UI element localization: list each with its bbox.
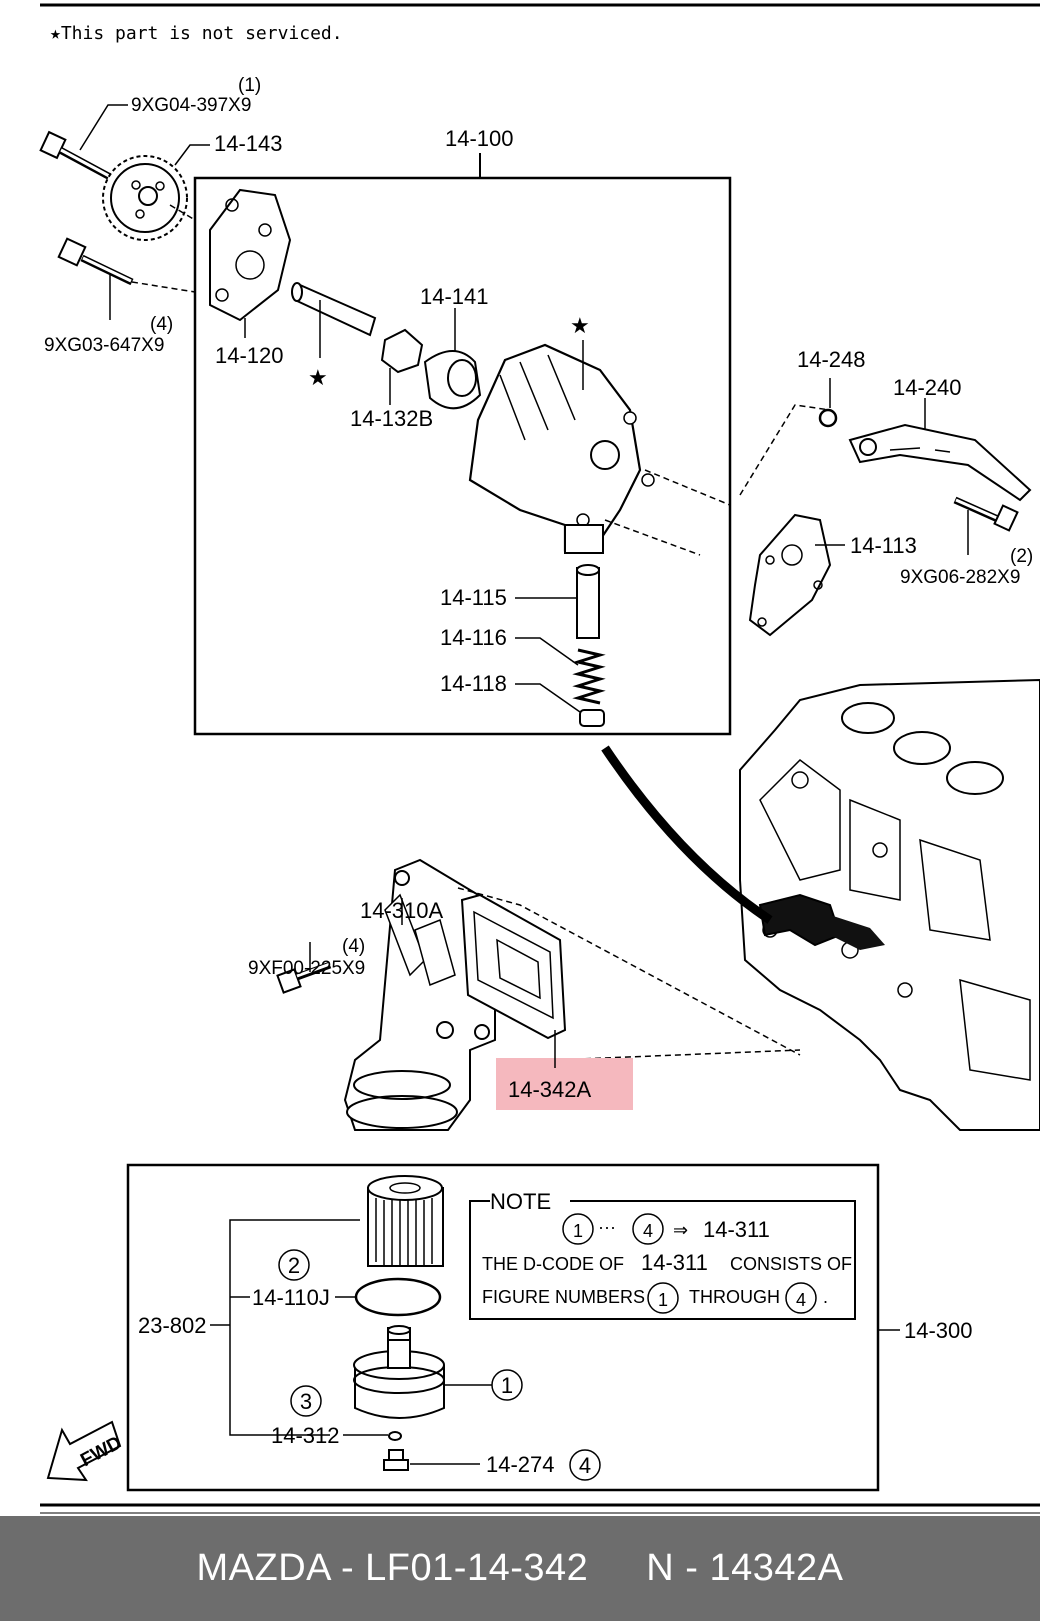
drain-plug-icon bbox=[383, 1449, 409, 1471]
fwd-arrow-icon: FWD bbox=[46, 1420, 125, 1482]
footer-part-number: MAZDA - LF01-14-342 bbox=[196, 1547, 589, 1589]
label-14-113: 14-113 bbox=[850, 533, 917, 558]
filter-cover-icon bbox=[353, 1325, 445, 1419]
bolt-9xg06-icon bbox=[953, 496, 1019, 532]
star-mark-shaft: ★ bbox=[308, 365, 328, 390]
note-through: THROUGH bbox=[689, 1287, 780, 1307]
bolt-9xg04-icon bbox=[39, 130, 114, 182]
oil-filter-body-icon bbox=[343, 858, 496, 1131]
note-title: NOTE bbox=[490, 1189, 551, 1214]
label-14-143: 14-143 bbox=[214, 131, 283, 156]
bolt-9xf00-icon bbox=[276, 961, 332, 994]
footer-oem-number: N - 14342A bbox=[646, 1547, 844, 1589]
circled-number-3 bbox=[290, 1385, 322, 1417]
outer-rotor-icon bbox=[423, 350, 482, 410]
bolt-9xg03-icon bbox=[57, 237, 134, 286]
label-bolt2-qty: (4) bbox=[150, 314, 173, 335]
star-mark-body: ★ bbox=[570, 313, 590, 338]
label-bolt3-qty: (2) bbox=[1010, 546, 1033, 567]
label-bolt3-code: 9XG06-282X9 bbox=[900, 567, 1020, 588]
label-14-141: 14-141 bbox=[420, 284, 489, 309]
note-circle-1: 1 bbox=[573, 1221, 583, 1241]
note-circle-4: 4 bbox=[643, 1221, 653, 1241]
label-14-116: 14-116 bbox=[440, 625, 507, 650]
pump-body-icon bbox=[468, 343, 655, 554]
pump-cover-plate-icon bbox=[209, 188, 292, 322]
label-14-115: 14-115 bbox=[440, 585, 507, 610]
note-line3: FIGURE NUMBERS bbox=[482, 1287, 645, 1307]
label-14-110j: 14-110J bbox=[252, 1285, 330, 1310]
footer-bar: MAZDA - LF01-14-342 N - 14342A bbox=[0, 1516, 1040, 1621]
label-14-248: 14-248 bbox=[797, 347, 866, 372]
label-14-274: 14-274 bbox=[486, 1452, 555, 1477]
inner-rotor-icon bbox=[380, 328, 424, 374]
label-14-342a: 14-342A bbox=[508, 1077, 592, 1102]
label-14-132b: 14-132B bbox=[350, 406, 433, 431]
note-arrow: ⇒ bbox=[673, 1220, 688, 1240]
note-box: NOTE 1 ··· 4 ⇒ 14-311 THE D-CODE OF 14-3… bbox=[469, 1189, 856, 1320]
spring-icon bbox=[572, 648, 606, 705]
circle-4-text: 4 bbox=[579, 1453, 591, 1478]
small-o-ring-icon bbox=[388, 1431, 402, 1441]
label-14-120: 14-120 bbox=[215, 343, 284, 368]
pump-gasket-icon bbox=[748, 513, 832, 637]
label-23-802: 23-802 bbox=[138, 1313, 207, 1338]
note-line2-end: CONSISTS OF bbox=[730, 1254, 852, 1274]
filter-assembly-box bbox=[126, 1163, 880, 1492]
note-code-2: 14-311 bbox=[641, 1250, 708, 1275]
highlight-box bbox=[496, 1058, 633, 1110]
note-period: . bbox=[823, 1287, 828, 1307]
label-14-100: 14-100 bbox=[445, 126, 514, 151]
o-ring-icon bbox=[354, 1277, 442, 1317]
plunger-icon bbox=[576, 564, 600, 639]
circled-number-1 bbox=[491, 1369, 523, 1401]
header-note: ★This part is not serviced. bbox=[50, 23, 343, 44]
pump-shaft-icon bbox=[291, 282, 377, 337]
note-line2: THE D-CODE OF bbox=[482, 1254, 624, 1274]
note-circle-1b: 1 bbox=[658, 1290, 668, 1310]
circled-number-2 bbox=[278, 1249, 310, 1281]
sprocket-icon bbox=[102, 155, 188, 241]
label-14-240: 14-240 bbox=[893, 375, 962, 400]
note-code-1: 14-311 bbox=[703, 1217, 770, 1242]
label-14-300: 14-300 bbox=[904, 1318, 973, 1343]
circle-3-text: 3 bbox=[300, 1389, 312, 1414]
circled-number-4 bbox=[569, 1449, 601, 1481]
label-14-312: 14-312 bbox=[271, 1423, 340, 1448]
label-bolt1-code: 9XG04-397X9 bbox=[131, 95, 251, 116]
engine-block-icon bbox=[739, 678, 1040, 1131]
pump-assembly-box bbox=[193, 176, 732, 736]
note-ellipsis: ··· bbox=[598, 1217, 616, 1237]
label-bolt2-code: 9XG03-647X9 bbox=[44, 335, 164, 356]
location-arrow bbox=[601, 745, 773, 924]
filter-element-icon bbox=[367, 1175, 444, 1267]
label-bolt4-qty: (4) bbox=[342, 936, 365, 957]
filter-gasket-icon bbox=[460, 893, 567, 1040]
chain-guide-icon bbox=[848, 423, 1032, 502]
circle-2-text: 2 bbox=[288, 1253, 300, 1278]
label-bolt4-code: 9XF00-225X9 bbox=[248, 958, 365, 979]
guide-seal-icon bbox=[818, 408, 838, 428]
plug-icon bbox=[579, 709, 605, 727]
label-bolt1-qty: (1) bbox=[238, 75, 261, 96]
circle-1-text: 1 bbox=[501, 1373, 513, 1398]
label-14-118: 14-118 bbox=[440, 671, 507, 696]
note-circle-4b: 4 bbox=[796, 1290, 806, 1310]
label-14-310a: 14-310A bbox=[360, 898, 444, 923]
